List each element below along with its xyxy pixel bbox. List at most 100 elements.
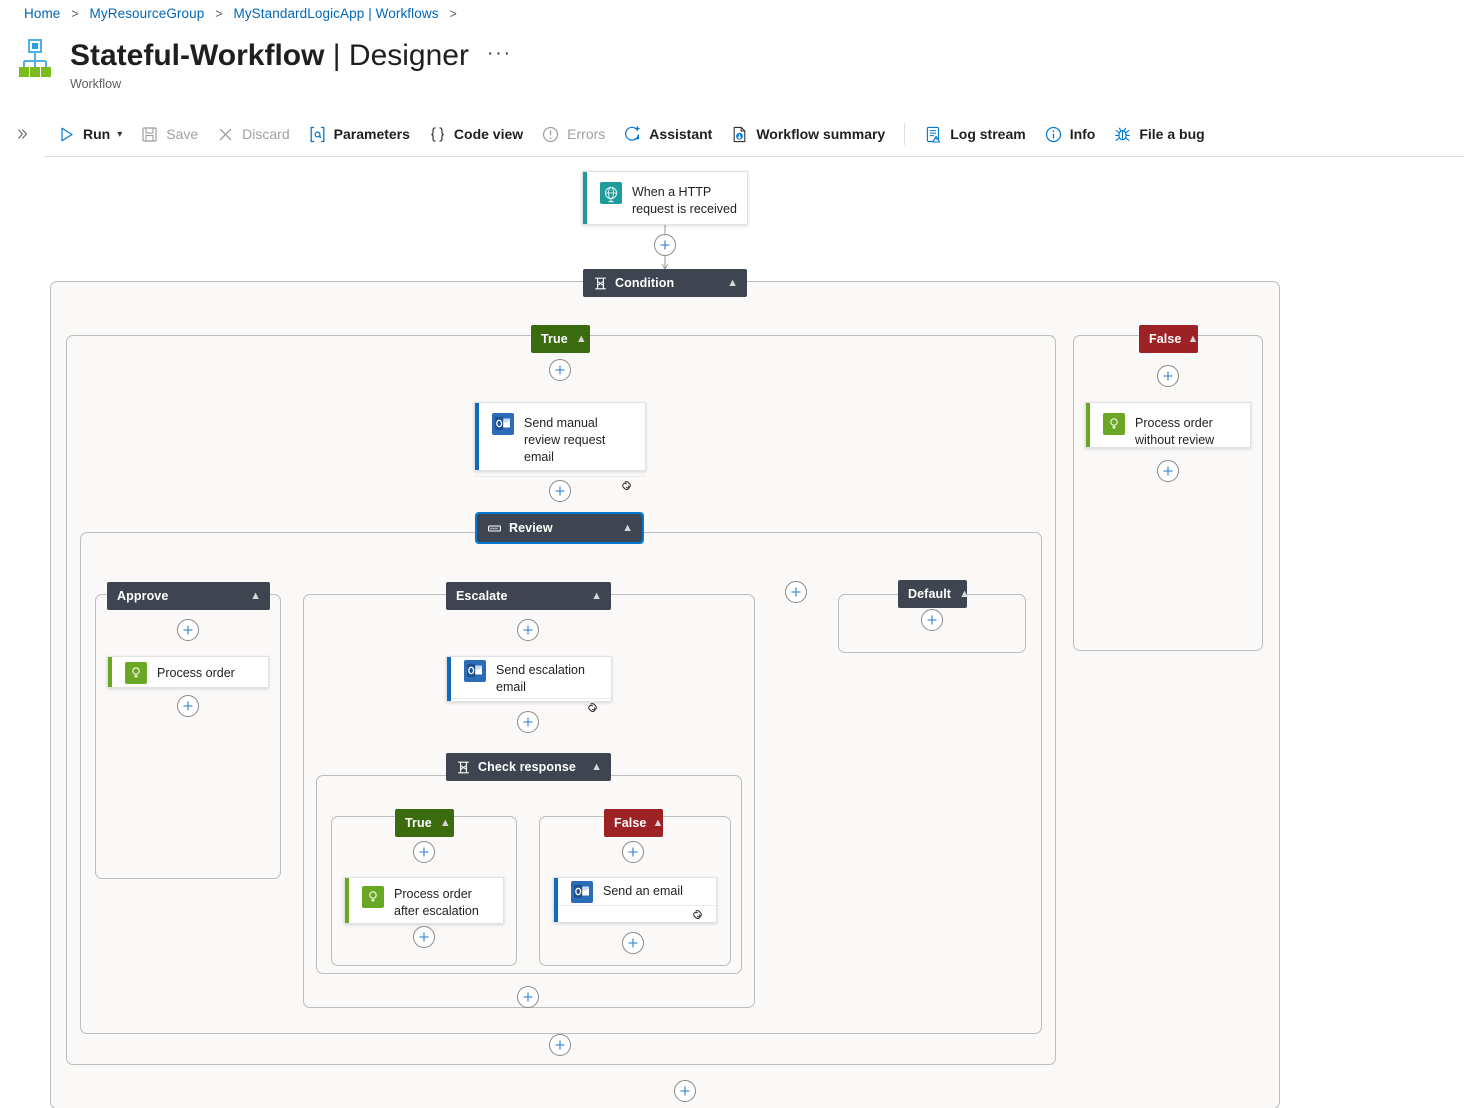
http-request-icon [600, 182, 622, 204]
discard-button-label: Discard [242, 125, 290, 142]
branch-label-true: True [405, 816, 432, 830]
scope-header-branch-false[interactable]: False ▲ [1139, 325, 1198, 353]
card-accent-bar [447, 657, 451, 701]
action-card-process-order-without-review[interactable]: Process order without review [1085, 402, 1251, 448]
insert-new-step-button[interactable] [1157, 460, 1179, 482]
workflow-summary-button[interactable]: Workflow summary [721, 118, 894, 150]
scope-header-check-response-true[interactable]: True ▲ [395, 809, 454, 837]
discard-button[interactable]: Discard [207, 118, 298, 150]
insert-new-step-button[interactable] [177, 695, 199, 717]
branch-label-true: True [541, 332, 568, 346]
action-card-title: Send an email [603, 884, 683, 898]
page-title-section: Designer [348, 39, 469, 72]
chevron-double-right-icon[interactable] [8, 120, 36, 148]
insert-new-step-button[interactable] [517, 986, 539, 1008]
scope-container-condition-false [1073, 335, 1263, 651]
insert-new-step-button[interactable] [622, 932, 644, 954]
connection-link-icon[interactable] [620, 477, 634, 496]
error-circle-icon [541, 125, 560, 144]
code-view-button[interactable]: Code view [419, 118, 532, 150]
chevron-up-icon[interactable]: ▲ [652, 816, 664, 829]
outlook-icon [571, 881, 593, 903]
insert-new-step-button[interactable] [413, 926, 435, 948]
parameters-button[interactable]: Parameters [299, 118, 419, 150]
insert-new-step-button[interactable] [1157, 365, 1179, 387]
save-button[interactable]: Save [131, 118, 207, 150]
chevron-down-icon[interactable]: ▾ [117, 128, 123, 140]
action-card-process-order-after-escalation[interactable]: Process order after escalation [344, 877, 504, 924]
connection-link-icon[interactable] [586, 699, 600, 718]
scope-header-switch-review[interactable]: Review ▲ [475, 512, 644, 544]
file-a-bug-button[interactable]: File a bug [1104, 118, 1213, 150]
scope-header-check-response-false[interactable]: False ▲ [604, 809, 663, 837]
scope-header-branch-true[interactable]: True ▲ [531, 325, 590, 353]
chevron-up-icon[interactable]: ▲ [727, 276, 738, 289]
insert-new-step-button[interactable] [622, 841, 644, 863]
assistant-sparkle-icon [623, 125, 642, 144]
info-button-label: Info [1069, 125, 1096, 142]
card-footer [447, 698, 611, 718]
log-stream-button[interactable]: Log stream [915, 118, 1034, 150]
add-switch-case-button[interactable] [785, 581, 807, 603]
insert-new-step-button[interactable] [413, 841, 435, 863]
chevron-up-icon[interactable]: ▲ [591, 760, 602, 773]
card-accent-bar [345, 878, 349, 923]
save-button-label: Save [166, 125, 199, 142]
action-card-when-a-http-request-is-received[interactable]: When a HTTP request is received [582, 171, 748, 225]
insert-new-step-button[interactable] [549, 359, 571, 381]
more-options-button[interactable]: ··· [486, 43, 512, 64]
action-card-title: Send escalation email [496, 663, 585, 694]
breadcrumb-item-resourcegroup[interactable]: MyResourceGroup [89, 6, 205, 21]
workflow-designer-canvas[interactable]: When a HTTP request is received Conditio… [0, 157, 1464, 1108]
scope-header-case-default[interactable]: Default ▲ [898, 580, 970, 608]
command-bar: Run ▾ Save Discard Parameters [0, 112, 1464, 156]
card-accent-bar [108, 657, 112, 687]
case-label: Escalate [456, 589, 508, 603]
run-button[interactable]: Run ▾ [48, 118, 131, 150]
breadcrumb-item-logicapp[interactable]: MyStandardLogicApp | Workflows [233, 6, 439, 21]
page-title-workflow-name: Stateful-Workflow [70, 39, 325, 72]
chevron-up-icon[interactable]: ▲ [591, 589, 602, 602]
insert-new-step-button[interactable] [177, 619, 199, 641]
card-accent-bar [554, 878, 558, 922]
action-card-process-order[interactable]: Process order [107, 656, 269, 688]
breadcrumb-item-home[interactable]: Home [24, 6, 61, 21]
scope-header-case-approve[interactable]: Approve ▲ [107, 582, 270, 610]
insert-new-step-button[interactable] [517, 711, 539, 733]
connection-link-icon[interactable] [691, 906, 705, 925]
chevron-up-icon[interactable]: ▲ [1187, 332, 1199, 345]
scope-header-check-response[interactable]: Check response ▲ [446, 753, 611, 781]
chevron-up-icon[interactable]: ▲ [439, 816, 451, 829]
breadcrumb-separator: > [215, 7, 223, 21]
chevron-up-icon[interactable]: ▲ [959, 587, 970, 600]
page-title: Stateful-Workflow | Designer ··· [70, 36, 512, 74]
insert-new-step-button[interactable] [654, 234, 676, 256]
compose-icon [125, 662, 147, 684]
insert-new-step-button[interactable] [517, 619, 539, 641]
action-card-send-escalation-email[interactable]: Send escalation email [446, 656, 612, 713]
breadcrumb-separator: > [449, 7, 457, 21]
action-card-send-manual-review-request-email[interactable]: Send manual review request email [474, 402, 646, 491]
assistant-button[interactable]: Assistant [614, 118, 721, 150]
chevron-up-icon[interactable]: ▲ [250, 589, 261, 602]
log-stream-button-label: Log stream [950, 125, 1026, 142]
chevron-up-icon[interactable]: ▲ [575, 332, 587, 345]
insert-new-step-button[interactable] [674, 1080, 696, 1102]
scope-header-condition[interactable]: Condition ▲ [583, 269, 747, 297]
info-button[interactable]: Info [1035, 118, 1105, 150]
condition-icon [456, 760, 471, 775]
insert-new-step-button[interactable] [549, 480, 571, 502]
info-circle-icon [1044, 125, 1063, 144]
code-view-button-label: Code view [453, 125, 524, 142]
errors-button[interactable]: Errors [532, 118, 614, 150]
action-card-send-an-email[interactable]: Send an email [553, 877, 717, 923]
insert-new-step-button[interactable] [549, 1034, 571, 1056]
scope-header-label: Check response [478, 760, 576, 774]
parameters-button-label: Parameters [333, 125, 410, 142]
scope-header-case-escalate[interactable]: Escalate ▲ [446, 582, 611, 610]
insert-new-step-button[interactable] [921, 609, 943, 631]
chevron-up-icon[interactable]: ▲ [622, 521, 633, 534]
scope-header-label: Review [509, 521, 553, 535]
card-accent-bar [475, 403, 479, 470]
page-title-separator: | [324, 39, 349, 72]
